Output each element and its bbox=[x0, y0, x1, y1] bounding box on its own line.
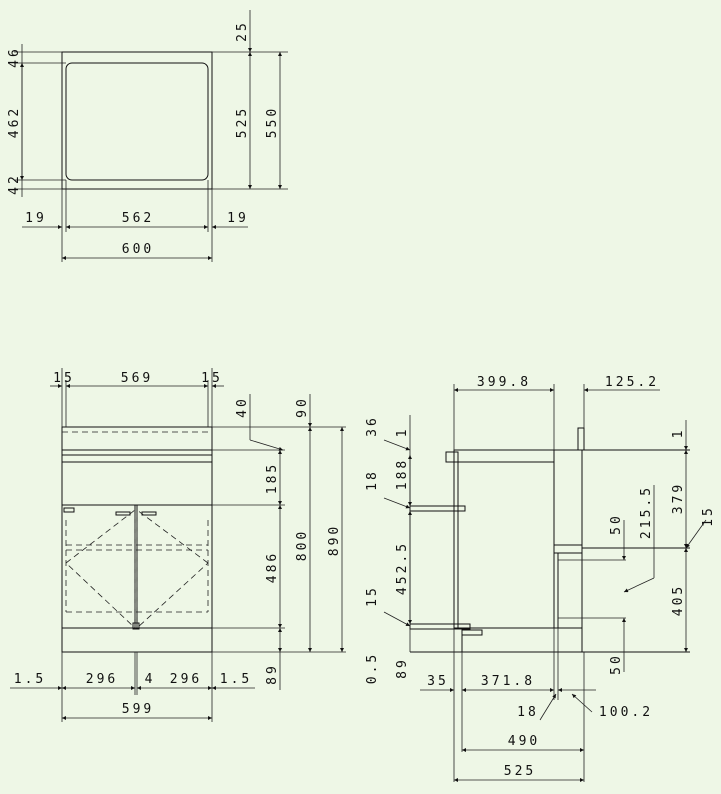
top-view: 25 525 550 46 462 42 19 562 19 600 bbox=[7, 10, 288, 262]
dim-label: 1 bbox=[671, 428, 686, 439]
dim-label: 800 bbox=[295, 529, 310, 561]
drawer-rail bbox=[410, 506, 465, 511]
sink-bowl bbox=[66, 63, 208, 180]
dim-label: 379 bbox=[671, 482, 686, 514]
dim-label: 25 bbox=[235, 20, 250, 42]
dim-label: 15 bbox=[701, 505, 716, 527]
dim-label: 462 bbox=[7, 106, 22, 138]
hinge bbox=[64, 508, 74, 512]
dim-label: 600 bbox=[122, 242, 154, 257]
dim-leader bbox=[250, 440, 283, 451]
dim-leader bbox=[540, 694, 556, 720]
dim-label: 525 bbox=[504, 764, 536, 779]
sink-outline bbox=[62, 52, 212, 189]
dim-label: 50 bbox=[609, 513, 624, 535]
dim-label: 399.8 bbox=[477, 375, 531, 390]
dim-label: 36 bbox=[365, 415, 380, 437]
dim-label: 15 bbox=[365, 585, 380, 607]
dim-label: 525 bbox=[235, 106, 250, 138]
dim-label: 18 bbox=[517, 705, 539, 720]
back-lower bbox=[558, 553, 582, 628]
dim-label: 89 bbox=[265, 663, 280, 685]
dim-label: 19 bbox=[25, 211, 47, 226]
dim-label: 89 bbox=[395, 657, 410, 679]
back-upper bbox=[554, 450, 582, 545]
shelf-step bbox=[554, 545, 582, 553]
dim-label: 18 bbox=[365, 469, 380, 491]
dim-label: 486 bbox=[265, 551, 280, 583]
dim-label: 599 bbox=[122, 702, 154, 717]
dim-label: 15 bbox=[201, 371, 223, 386]
dim-label: 215.5 bbox=[639, 485, 654, 539]
dim-leader bbox=[384, 440, 410, 451]
dim-label: 890 bbox=[327, 524, 342, 556]
door-swing-right bbox=[137, 510, 208, 628]
dim-label: 125.2 bbox=[605, 375, 659, 390]
dim-leader bbox=[384, 498, 410, 509]
dim-label: 15 bbox=[53, 371, 75, 386]
dim-label: 490 bbox=[508, 734, 540, 749]
dim-label: 1 bbox=[395, 427, 410, 438]
dim-leader bbox=[384, 612, 410, 626]
dim-label: 100.2 bbox=[599, 705, 653, 720]
dim-label: 19 bbox=[227, 211, 249, 226]
handle bbox=[142, 512, 156, 515]
cabinet-side bbox=[454, 450, 554, 628]
dim-label: 4 bbox=[145, 672, 156, 687]
dim-label: 46 bbox=[7, 46, 22, 68]
dim-label: 0.5 bbox=[365, 652, 380, 684]
handle bbox=[116, 512, 130, 515]
dim-leader bbox=[624, 578, 654, 592]
dim-label: 50 bbox=[609, 653, 624, 675]
dim-label: 371.8 bbox=[481, 674, 535, 689]
latch bbox=[133, 623, 139, 629]
dim-label: 42 bbox=[7, 173, 22, 195]
dim-label: 188 bbox=[395, 458, 410, 490]
dim-label: 185 bbox=[265, 462, 280, 494]
dim-label: 40 bbox=[235, 396, 250, 418]
dim-label: 452.5 bbox=[395, 541, 410, 595]
dim-label: 569 bbox=[121, 371, 153, 386]
dim-label: 296 bbox=[170, 672, 202, 687]
front-view: 15 569 15 40 90 185 486 800 890 89 1.5 2… bbox=[10, 368, 346, 722]
countertop-lip bbox=[446, 452, 458, 462]
dim-label: 296 bbox=[86, 672, 118, 687]
door-swing-left bbox=[66, 510, 135, 628]
dim-label: 1.5 bbox=[14, 672, 46, 687]
dim-label: 90 bbox=[295, 396, 310, 418]
dim-label: 405 bbox=[671, 584, 686, 616]
side-view: 399.8 125.2 36 1 18 188 452.5 15 0.5 89 … bbox=[365, 375, 716, 782]
dim-label: 35 bbox=[427, 674, 449, 689]
dim-label: 1.5 bbox=[220, 672, 252, 687]
dim-label: 562 bbox=[122, 211, 154, 226]
foot-bracket bbox=[462, 630, 482, 635]
dim-label: 550 bbox=[265, 106, 280, 138]
dim-leader bbox=[686, 520, 706, 548]
dim-leader bbox=[572, 694, 592, 712]
back-splash bbox=[578, 428, 584, 450]
